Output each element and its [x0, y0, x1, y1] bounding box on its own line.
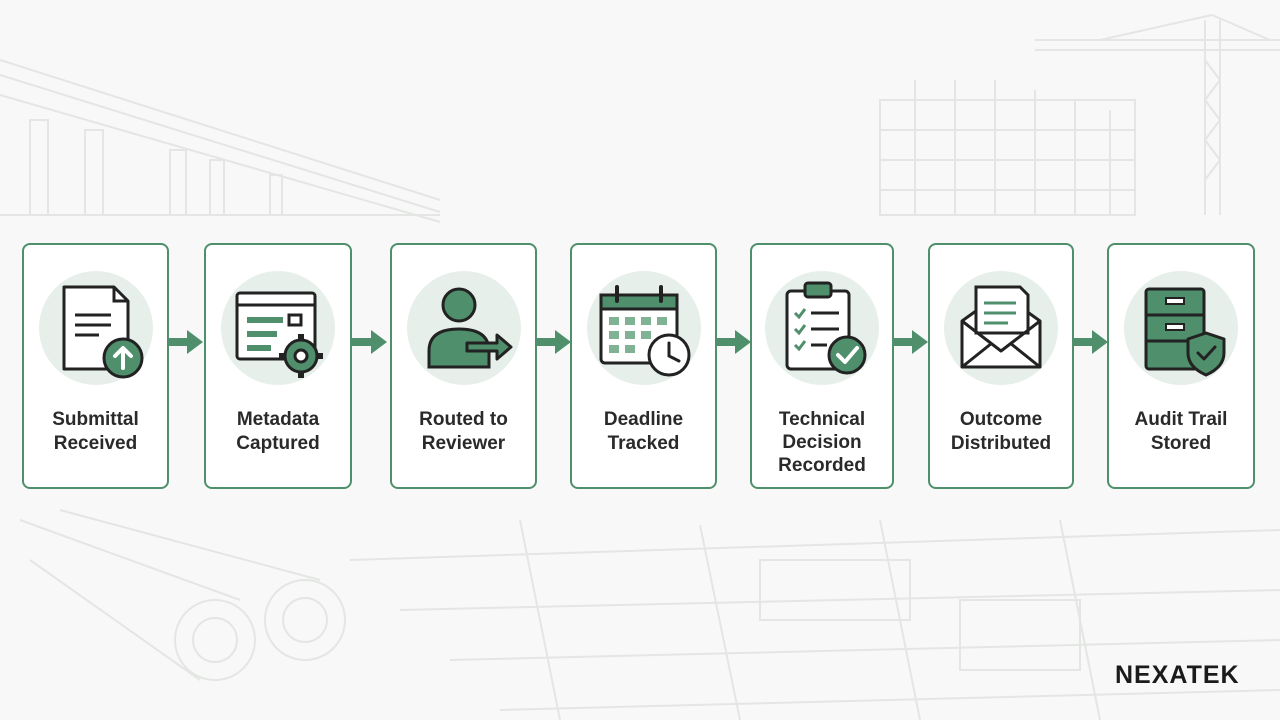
cabinet-shield-icon — [1144, 287, 1226, 377]
icon-badge — [406, 271, 521, 385]
icon-badge — [765, 271, 879, 385]
person-arrow-icon — [427, 287, 512, 369]
flow-arrow — [1072, 330, 1108, 354]
step-card-audit-trail-stored: Audit Trail Stored — [1107, 243, 1255, 489]
envelope-letter-icon — [960, 285, 1042, 369]
flow-arrow — [351, 330, 387, 354]
step-label: Technical Decision Recorded — [778, 409, 866, 476]
step-card-metadata-captured: Metadata Captured — [204, 243, 352, 489]
step-label: Submittal Received — [52, 409, 139, 454]
company-logo: NEXATEK — [1115, 661, 1240, 690]
icon-badge — [1124, 271, 1238, 385]
step-label: Outcome Distributed — [950, 409, 1052, 454]
icon-badge — [221, 271, 335, 385]
step-label: Deadline Tracked — [603, 409, 684, 454]
step-card-deadline-tracked: Deadline Tracked — [570, 243, 717, 489]
calendar-clock-icon — [599, 285, 690, 377]
flow-arrow — [892, 330, 928, 354]
flow-arrow — [167, 330, 203, 354]
document-upload-icon — [62, 285, 143, 379]
icon-badge — [586, 271, 701, 385]
logo-text: NEXATEK — [1115, 661, 1240, 689]
icon-badge — [38, 271, 153, 385]
step-label: Audit Trail Stored — [1134, 409, 1228, 454]
clipboard-check-icon — [785, 281, 867, 375]
flow-arrow — [715, 330, 751, 354]
step-card-outcome-distributed: Outcome Distributed — [928, 243, 1074, 489]
step-card-submittal-received: Submittal Received — [22, 243, 169, 489]
icon-badge — [944, 271, 1058, 385]
form-gear-icon — [235, 291, 323, 378]
step-card-routed-to-reviewer: Routed to Reviewer — [390, 243, 537, 489]
step-card-technical-decision-recorded: Technical Decision Recorded — [750, 243, 894, 489]
step-label: Metadata Captured — [236, 409, 320, 454]
flow-arrow — [535, 330, 571, 354]
step-label: Routed to Reviewer — [419, 409, 508, 454]
